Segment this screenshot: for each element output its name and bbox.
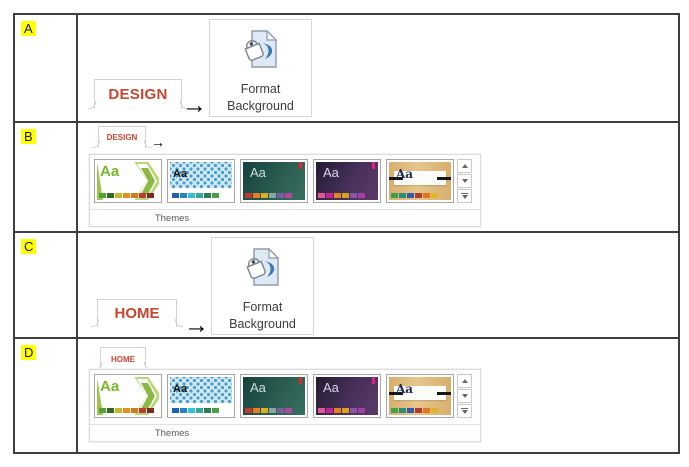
gallery-scroll-buttons [457,374,472,418]
theme-sample-text: Aa [173,168,188,180]
theme-color-swatches [318,408,365,413]
more-icon [461,193,468,194]
gallery-scroll-buttons [457,159,472,203]
theme-thumbnail-facet[interactable]: Aa [94,374,162,418]
theme-color-swatches [99,193,154,198]
gallery-more-button[interactable] [457,189,472,203]
option-label-a: A [21,21,36,36]
theme-sample-text: Aa [396,167,414,181]
theme-sample-text: Aa [173,383,188,395]
ribbon-group-caption: Themes [90,209,480,226]
magenta-indicator-dot [372,377,375,384]
themes-group-label: Themes [154,428,190,439]
theme-sample-text: Aa [250,165,266,180]
green-sliver [97,162,103,200]
theme-thumbnail-dots[interactable]: Aa [167,374,235,418]
red-indicator-dot [299,377,302,384]
ribbon-group-caption: Themes [90,424,480,441]
polka-dot-pattern [170,162,232,188]
theme-color-swatches [99,408,154,413]
gallery-scroll-up-button[interactable] [457,374,472,388]
triangle-down-icon [461,179,468,183]
content-cell-c: HOME → [78,233,678,339]
row-c: C HOME → [15,233,678,339]
triangle-up-icon [461,379,468,383]
option-label-d: D [21,345,37,360]
options-table: A DESIGN → [13,13,680,454]
theme-thumbnail-facet[interactable]: Aa [94,159,162,203]
home-tab[interactable]: HOME [91,299,183,327]
theme-thumbnail-wood[interactable]: Aa [386,374,454,418]
format-background-icon [241,28,281,75]
home-tab-small[interactable]: HOME [94,347,152,370]
row-d: D HOME Aa [15,339,678,452]
row-a: A DESIGN → [15,15,678,123]
triangle-down-icon [461,394,468,398]
right-arrow-icon: → [184,311,209,339]
design-tab-label: DESIGN [108,86,168,103]
more-icon [461,408,468,409]
content-cell-b: DESIGN → Aa [78,123,678,231]
theme-sample-text: Aa [100,378,120,395]
design-tab-small[interactable]: DESIGN [92,126,152,148]
right-arrow-icon: → [151,134,165,150]
theme-color-swatches [391,408,438,413]
magenta-indicator-dot [372,162,375,169]
design-tab[interactable]: DESIGN [88,79,188,109]
red-indicator-dot [299,162,302,169]
option-label-c: C [21,239,37,254]
row-b: B DESIGN → Aa [15,123,678,233]
format-background-icon [243,246,283,293]
gallery-scroll-down-button[interactable] [457,174,472,188]
theme-color-swatches [318,193,365,198]
white-band [394,171,446,185]
theme-sample-text: Aa [323,165,339,180]
content-cell-a: DESIGN → [78,15,678,121]
label-cell-a: A [15,15,78,121]
gallery-scroll-down-button[interactable] [457,389,472,403]
theme-thumbnail-dark-teal[interactable]: Aa [240,374,308,418]
theme-sample-text: Aa [250,380,266,395]
theme-thumbnails: Aa Aa [94,159,454,203]
theme-color-swatches [245,408,292,413]
polka-dot-pattern [170,377,232,403]
theme-thumbnail-wood[interactable]: Aa [386,159,454,203]
theme-color-swatches [172,193,219,198]
theme-thumbnail-dark-teal[interactable]: Aa [240,159,308,203]
themes-group-label: Themes [154,213,190,224]
theme-sample-text: Aa [100,163,120,180]
theme-sample-text: Aa [396,382,414,396]
theme-thumbnail-purple[interactable]: Aa [313,374,381,418]
home-tab-label: HOME [114,305,160,322]
triangle-up-icon [461,164,468,168]
gallery-scroll-up-button[interactable] [457,159,472,173]
theme-thumbnail-purple[interactable]: Aa [313,159,381,203]
gallery-more-button[interactable] [457,404,472,418]
theme-thumbnails: Aa Aa [94,374,454,418]
theme-color-swatches [245,193,292,198]
theme-sample-text: Aa [323,380,339,395]
content-cell-d: HOME Aa [78,339,678,452]
label-cell-b: B [15,123,78,231]
theme-color-swatches [172,408,219,413]
option-label-b: B [21,129,36,144]
home-tab-label: HOME [111,354,135,364]
themes-gallery: Aa Aa [89,369,481,442]
label-cell-c: C [15,233,78,337]
right-arrow-icon: → [182,91,207,119]
design-tab-label: DESIGN [106,133,138,142]
label-cell-d: D [15,339,78,452]
theme-color-swatches [391,193,438,198]
theme-thumbnail-dots[interactable]: Aa [167,159,235,203]
themes-gallery: Aa Aa [89,154,481,227]
